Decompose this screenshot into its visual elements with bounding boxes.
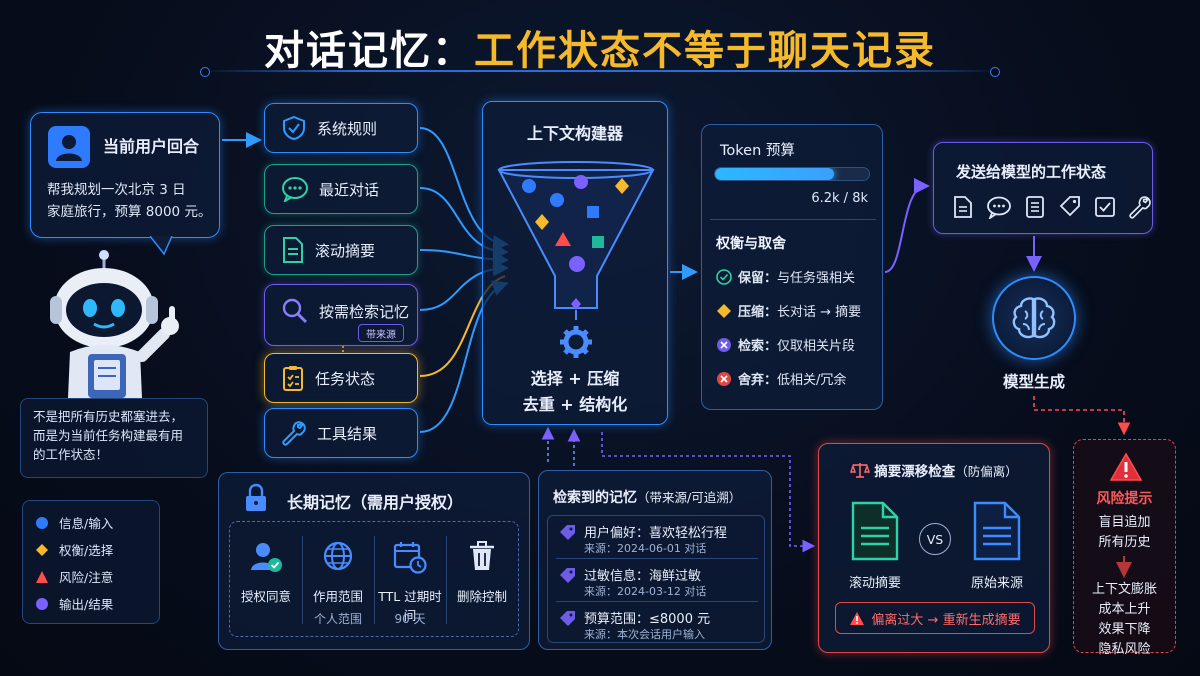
token-budget-panel: Token 预算 6.2k / 8k 权衡与取舍 保留：与任务强相关 压缩：长对… (701, 124, 883, 410)
drift-left-label: 滚动摘要 (848, 576, 901, 591)
tradeoff-title: 权衡与取舍 (716, 236, 786, 252)
source-recent-dialog: 最近对话 (264, 164, 418, 214)
risk-effects: 上下文膨胀 成本上升 效果下降 隐私风险 (1091, 582, 1157, 657)
warning-icon (1109, 452, 1143, 481)
vs-badge: VS (919, 523, 951, 555)
tag-icon (560, 525, 575, 540)
user-message: 帮我规划一次北京 3 日 家庭旅行，预算 8000 元。 (47, 182, 212, 220)
shield-icon (283, 115, 305, 141)
funnel-icon (497, 161, 655, 358)
long-term-memory-panel: 长期记忆（需用户授权） 授权同意 作用范围 个人范围 TTL 过期时间 90 天… (218, 472, 530, 650)
robot-mascot-icon (50, 250, 179, 398)
list-item: 过敏信息：海鲜过敏 来源：2024-03-12 对话 (548, 559, 764, 601)
legend-item-tradeoff: 权衡/选择 (35, 536, 147, 563)
wrench-icon (282, 421, 306, 446)
trash-icon (470, 541, 494, 570)
chat-bubble-icon (987, 196, 1011, 219)
summary-drift-title: 摘要漂移检查（防偏离） (819, 460, 1049, 480)
model-brain (992, 276, 1076, 360)
robot-note: 不是把所有历史都塞进去， 而是为当前任务构建最有用 的工作状态！ (20, 398, 208, 478)
speech-tail (150, 236, 173, 256)
scale-icon (850, 463, 871, 478)
document-icon (283, 237, 303, 263)
summary-doc-icon (851, 501, 899, 561)
working-state-panel: 发送给模型的工作状态 (933, 142, 1153, 234)
long-term-memory-title: 长期记忆（需用户授权） (287, 493, 464, 512)
tag-icon (1059, 196, 1080, 217)
blue-dot-icon (36, 516, 48, 529)
summary-drift-panel: 摘要漂移检查（防偏离） 滚动摘要 VS 原始来源 偏离过大 → 重新生成摘要 (818, 443, 1050, 653)
user-turn-card: 当前用户回合 帮我规划一次北京 3 日 家庭旅行，预算 8000 元。 (30, 112, 220, 238)
list-icon (1026, 196, 1044, 218)
with-source-tag: 带来源 (358, 324, 404, 342)
red-x-circle-icon (717, 371, 731, 386)
tradeoff-keep: 保留：与任务强相关 (716, 267, 855, 286)
builder-caption: 选择 + 压缩 去重 + 结构化 (522, 369, 628, 414)
warning-icon (850, 611, 865, 625)
ltm-scope: 作用范围 个人范围 (302, 522, 374, 636)
search-icon (282, 298, 308, 324)
user-avatar-icon (48, 126, 90, 168)
chat-bubble-icon (282, 177, 308, 202)
list-item: 预算范围：≤8000 元 来源：本次会话用户输入 (548, 602, 764, 644)
diamond-icon (717, 303, 731, 318)
token-budget-title: Token 预算 (720, 143, 795, 159)
retrieved-memory-title: 检索到的记忆（带来源/可追溯） (553, 490, 742, 506)
ltm-ttl: TTL 过期时间 90 天 (374, 522, 446, 636)
purple-dot-icon (36, 597, 48, 610)
long-term-memory-controls: 授权同意 作用范围 个人范围 TTL 过期时间 90 天 删除控制 (229, 521, 519, 637)
risk-title: 风险提示 (1096, 491, 1153, 507)
calendar-clock-icon (393, 542, 427, 574)
list-item: 用户偏好：喜欢轻松行程 来源：2024-06-01 对话 (548, 516, 764, 558)
risk-cause: 盲目追加 所有历史 (1098, 515, 1151, 550)
token-budget-value: 6.2k / 8k (811, 191, 868, 206)
check-circle-icon (716, 268, 732, 285)
source-doc-icon (973, 501, 1021, 561)
legend: 信息/输入 权衡/选择 风险/注意 输出/结果 (22, 500, 160, 624)
risk-panel: 风险提示 盲目追加 所有历史 上下文膨胀 成本上升 效果下降 隐私风险 (1073, 439, 1176, 657)
source-rolling-summary: 滚动摘要 (264, 225, 418, 275)
purple-x-circle-icon (717, 337, 731, 352)
legend-item-output: 输出/结果 (35, 590, 147, 617)
gold-diamond-icon (36, 543, 48, 556)
working-state-title: 发送给模型的工作状态 (956, 163, 1107, 181)
globe-icon (323, 541, 353, 571)
context-builder-title: 上下文构建器 (526, 124, 623, 143)
tradeoff-discard: 舍弃：低相关/冗余 (716, 369, 846, 388)
tradeoff-compress: 压缩：长对话 → 摘要 (716, 301, 861, 320)
page-title: 对话记忆：工作状态不等于聊天记录 (264, 28, 936, 74)
ltm-delete: 删除控制 (446, 522, 518, 636)
checkbox-icon (1095, 197, 1115, 217)
brain-icon (1012, 297, 1056, 339)
legend-item-risk: 风险/注意 (35, 563, 147, 590)
token-budget-bar (714, 167, 870, 181)
drift-right-label: 原始来源 (970, 576, 1023, 591)
document-icon (954, 196, 972, 218)
red-triangle-icon (36, 570, 48, 583)
wrench-icon (1129, 196, 1151, 219)
title-underline (200, 67, 1000, 77)
source-task-state: 任务状态 (264, 353, 418, 403)
context-builder-panel: 上下文构建器 (482, 101, 668, 425)
clipboard-check-icon (283, 366, 303, 391)
retrieved-memory-panel: 检索到的记忆（带来源/可追溯） 用户偏好：喜欢轻松行程 来源：2024-06-0… (538, 470, 772, 650)
source-tool-results: 工具结果 (264, 408, 418, 458)
tradeoff-retrieve: 检索：仅取相关片段 (716, 335, 855, 354)
retrieved-memory-list: 用户偏好：喜欢轻松行程 来源：2024-06-01 对话 过敏信息：海鲜过敏 来… (547, 515, 765, 643)
ltm-consent: 授权同意 (230, 522, 302, 636)
lock-icon (246, 483, 266, 511)
drift-warning: 偏离过大 → 重新生成摘要 (835, 602, 1035, 634)
source-system-rules: 系统规则 (264, 103, 418, 153)
user-check-icon (251, 543, 282, 572)
tag-icon (560, 568, 575, 583)
working-state-icons (952, 195, 1152, 219)
model-generate-caption: 模型生成 (1002, 373, 1065, 391)
legend-item-info: 信息/输入 (35, 509, 147, 536)
token-budget-fill (715, 168, 835, 180)
user-turn-title: 当前用户回合 (103, 137, 200, 156)
source-on-demand-retrieval: 按需检索记忆 (264, 284, 418, 346)
tag-icon (560, 611, 575, 626)
